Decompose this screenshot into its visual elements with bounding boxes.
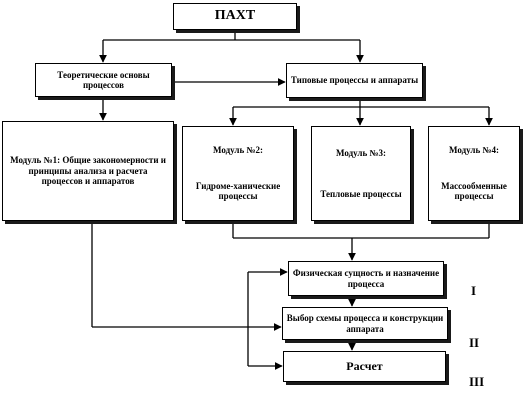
module4-title: Модуль №4: [448, 145, 500, 156]
step3-box: Расчет [283, 351, 446, 382]
level-3-label: III [469, 374, 485, 389]
module1-box: Модуль №1: Общие закономерности и принци… [2, 121, 174, 221]
typical-box: Типовые процессы и аппараты [286, 63, 423, 98]
theory-label: Теоретические основы процессов [57, 69, 150, 90]
step3-label: Расчет [346, 358, 383, 373]
module2-title: Модуль №2: [212, 145, 264, 156]
module3-body: Тепловые процессы [320, 188, 402, 199]
module2-body: Гидроме-ханические процессы [195, 180, 281, 202]
level-1-label: I [471, 283, 477, 298]
theory-box: Теоретические основы процессов [35, 63, 172, 97]
root-box: ПАХТ [173, 3, 297, 30]
module2-box: Модуль №2: Гидроме-ханические процессы [182, 126, 294, 221]
module4-box: Модуль №4: Массообменные процессы [428, 126, 520, 221]
step2-label: Выбор схемы процесса и конструкции аппар… [286, 313, 444, 334]
module4-body: Массообменные процессы [441, 180, 507, 202]
level-2-label: II [469, 335, 480, 350]
step1-label: Физическая сущность и назначение процесс… [292, 268, 440, 289]
typical-label: Типовые процессы и аппараты [290, 75, 419, 86]
root-label: ПАХТ [214, 8, 256, 24]
step1-box: Физическая сущность и назначение процесс… [288, 261, 444, 296]
module3-title: Модуль №3: [335, 148, 387, 159]
step2-box: Выбор схемы процесса и конструкции аппар… [282, 307, 448, 340]
module1-label: Модуль №1: Общие закономерности и принци… [10, 155, 166, 187]
module3-box: Модуль №3: Тепловые процессы [311, 126, 411, 221]
